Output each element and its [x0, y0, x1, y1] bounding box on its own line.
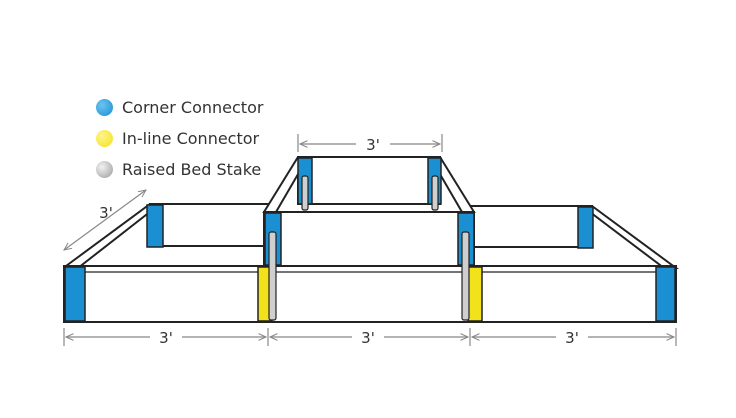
stakes — [268, 175, 470, 321]
legend: Corner Connector In-line Connector Raise… — [96, 92, 263, 185]
dimension-label-bottom-left: 3' — [159, 329, 173, 347]
stake-middle-left — [268, 231, 277, 321]
right-bed-side-rim — [579, 205, 680, 269]
stake-middle-right — [461, 231, 470, 321]
right-bed-back-wall — [469, 205, 593, 248]
legend-label-inline-connector: In-line Connector — [122, 129, 260, 148]
top-bed-back-wall — [297, 156, 441, 205]
left-bed-back-wall — [149, 203, 271, 247]
corner-connector-back-left — [146, 204, 164, 248]
dimension-label-depth: 3' — [99, 204, 113, 222]
stake-top-left — [301, 175, 309, 211]
front-wall — [63, 265, 677, 323]
blue-dot-icon — [96, 99, 113, 116]
corner-connector-back-right — [577, 206, 594, 249]
corner-connector-front-left — [64, 266, 86, 322]
stake-top-right — [431, 175, 439, 211]
inline-connector-right — [467, 266, 483, 322]
yellow-dot-icon — [96, 130, 113, 147]
dimension-label-top: 3' — [366, 136, 380, 154]
legend-label-corner-connector: Corner Connector — [122, 98, 264, 117]
corner-connector-front-right — [655, 266, 676, 322]
legend-label-raised-bed-stake: Raised Bed Stake — [122, 160, 262, 179]
dimension-lines — [64, 134, 677, 346]
legend-item-inline-connector: In-line Connector — [96, 123, 263, 154]
top-bed-front-wall — [263, 211, 475, 267]
legend-item-corner-connector: Corner Connector — [96, 92, 263, 123]
dimension-label-bottom-middle: 3' — [361, 329, 375, 347]
gray-dot-icon — [96, 161, 113, 178]
legend-item-raised-bed-stake: Raised Bed Stake — [96, 154, 263, 185]
dimension-label-bottom-right: 3' — [565, 329, 579, 347]
